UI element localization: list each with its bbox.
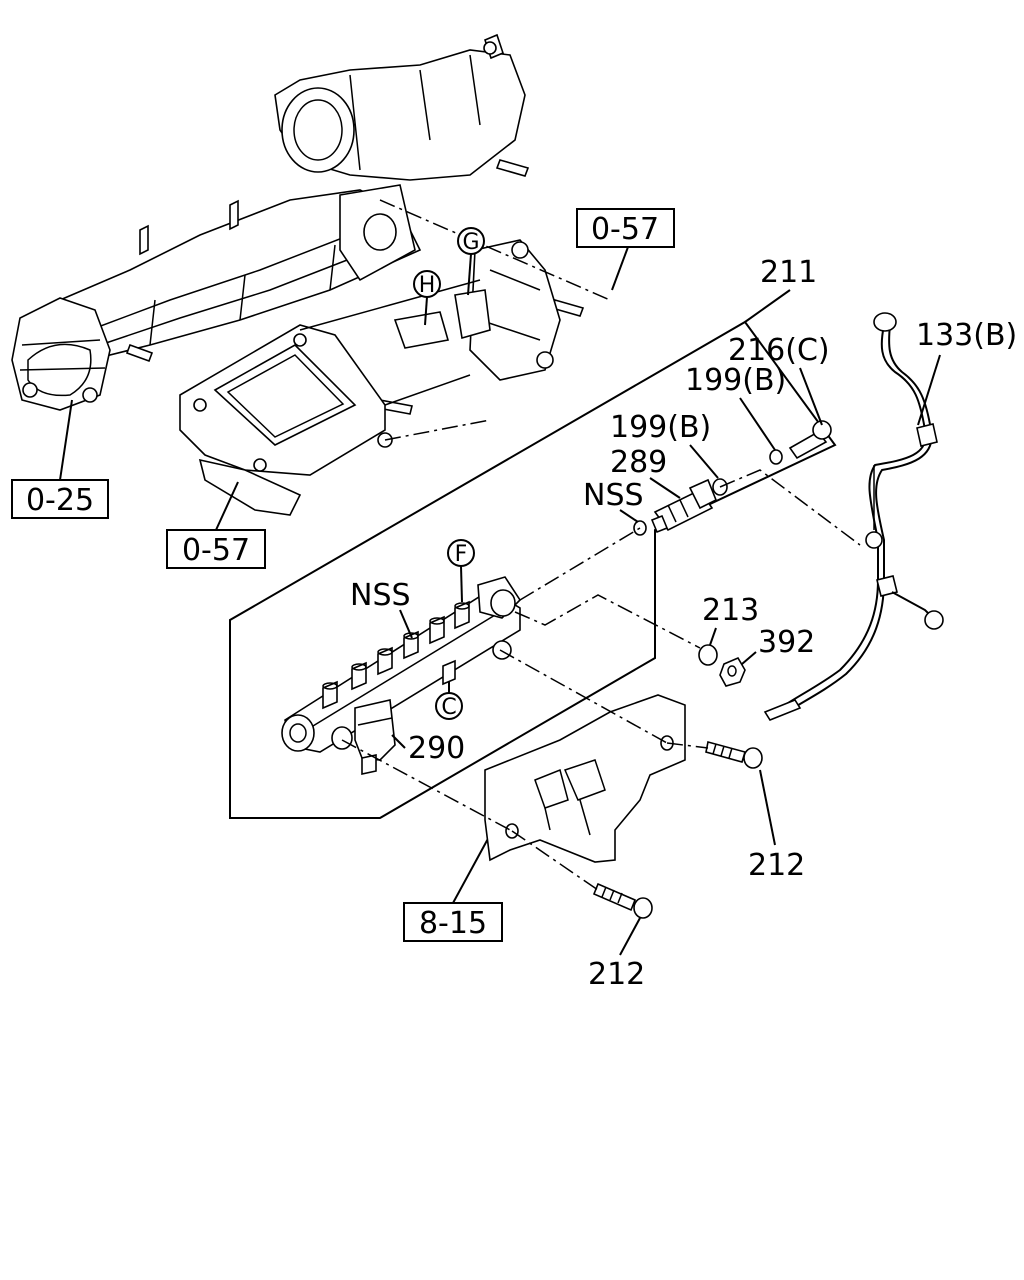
part-label-nss-lower: NSS: [350, 578, 411, 613]
ref-label-0-57-bottom: 0-57: [182, 533, 250, 568]
intake-manifold-assembly: [11, 33, 585, 516]
part-label-392: 392: [758, 625, 815, 660]
circle-mark-f-label: F: [455, 542, 468, 567]
rail-outlets: [322, 600, 470, 710]
mounting-bracket: [484, 694, 686, 863]
circle-mark-g: G: [457, 227, 485, 296]
circle-mark-g-label: G: [462, 230, 479, 255]
part-label-199b-lower: 199(B): [610, 410, 711, 445]
pressure-sensor-290: 290: [354, 699, 465, 775]
part-label-211: 211: [760, 255, 817, 290]
pressure-limiter-289: [650, 478, 718, 534]
eye-bolt-216c: [788, 420, 832, 460]
circle-mark-h: H: [413, 270, 441, 326]
circle-mark-f: F: [447, 539, 475, 603]
part-label-212-right: 212: [748, 848, 805, 883]
part-label-199b-upper: 199(B): [685, 363, 786, 398]
circle-mark-c: C: [435, 682, 463, 720]
ref-label-8-15: 8-15: [419, 906, 487, 941]
ref-box-0-57-top: 0-57: [576, 208, 675, 291]
part-label-216c: 216(C): [728, 333, 830, 368]
fuel-rail: [281, 576, 522, 753]
assembly-211-outline: 211: [229, 255, 837, 819]
ref-box-8-15: 8-15: [403, 834, 503, 942]
gasket-213-and-nut-392: 213 392: [698, 593, 815, 687]
fuel-pipe-133b: 133(B): [763, 312, 1017, 721]
ref-box-0-25: 0-25: [11, 399, 109, 519]
part-label-213: 213: [702, 593, 759, 628]
part-label-nss-upper: NSS: [583, 478, 644, 513]
ref-box-0-57-bottom: 0-57: [166, 481, 266, 569]
ref-label-0-25: 0-25: [26, 483, 94, 518]
part-label-290: 290: [408, 731, 465, 766]
bolt-212-bottom: 212: [588, 882, 653, 992]
circle-mark-h-label: H: [419, 273, 436, 298]
bolt-212-right: 212: [705, 741, 805, 883]
part-label-133b: 133(B): [916, 318, 1017, 353]
washer-199b-upper: [769, 449, 783, 465]
ref-label-0-57-top: 0-57: [591, 212, 659, 247]
circle-mark-c-label: C: [441, 695, 456, 720]
part-label-289: 289: [610, 445, 667, 480]
part-label-212-bottom: 212: [588, 957, 645, 992]
